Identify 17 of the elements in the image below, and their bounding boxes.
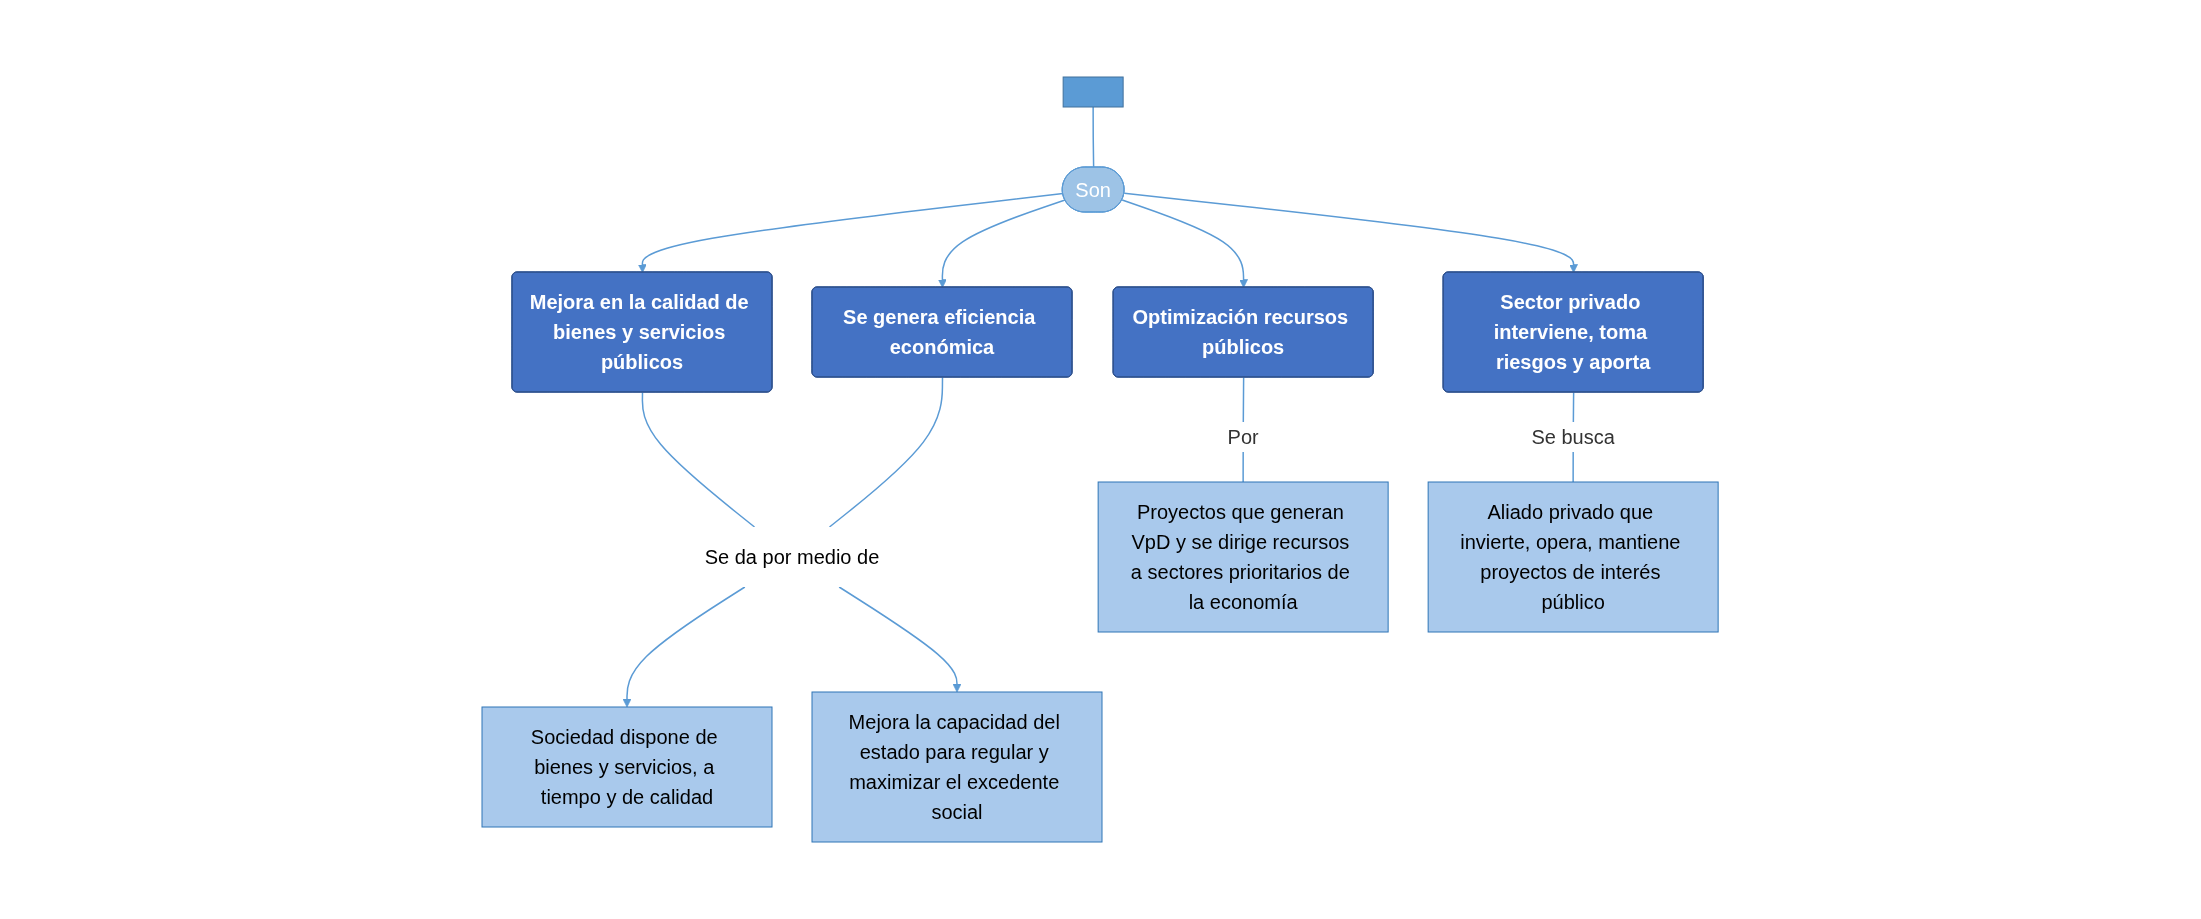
arrow <box>838 586 962 693</box>
node-box: Sociedad dispone de bienes y servicios, a tiempo y de calidad <box>481 706 773 828</box>
node-box: Aliado privado que invierte, opera, mantiene proyectos de interés público <box>1428 481 1720 633</box>
arrow <box>1124 192 1579 273</box>
node-text: Se da por medio de <box>705 546 880 568</box>
arrow <box>623 586 747 708</box>
arrow <box>938 199 1067 288</box>
node-box <box>1063 76 1125 108</box>
edge-label: Por <box>1228 426 1260 448</box>
connector <box>1092 106 1095 169</box>
node-box: Mejora la capacidad del estado para regular y maximizar el excedente social <box>811 691 1103 843</box>
arrow <box>638 192 1065 273</box>
connector <box>642 391 756 528</box>
arrow <box>1121 199 1249 288</box>
edge-label: Se busca <box>1531 426 1616 448</box>
connector <box>829 376 944 528</box>
node-box: Proyectos que generan VpD y se dirige recursos a sectores prioritarios de la economía <box>1098 481 1390 633</box>
